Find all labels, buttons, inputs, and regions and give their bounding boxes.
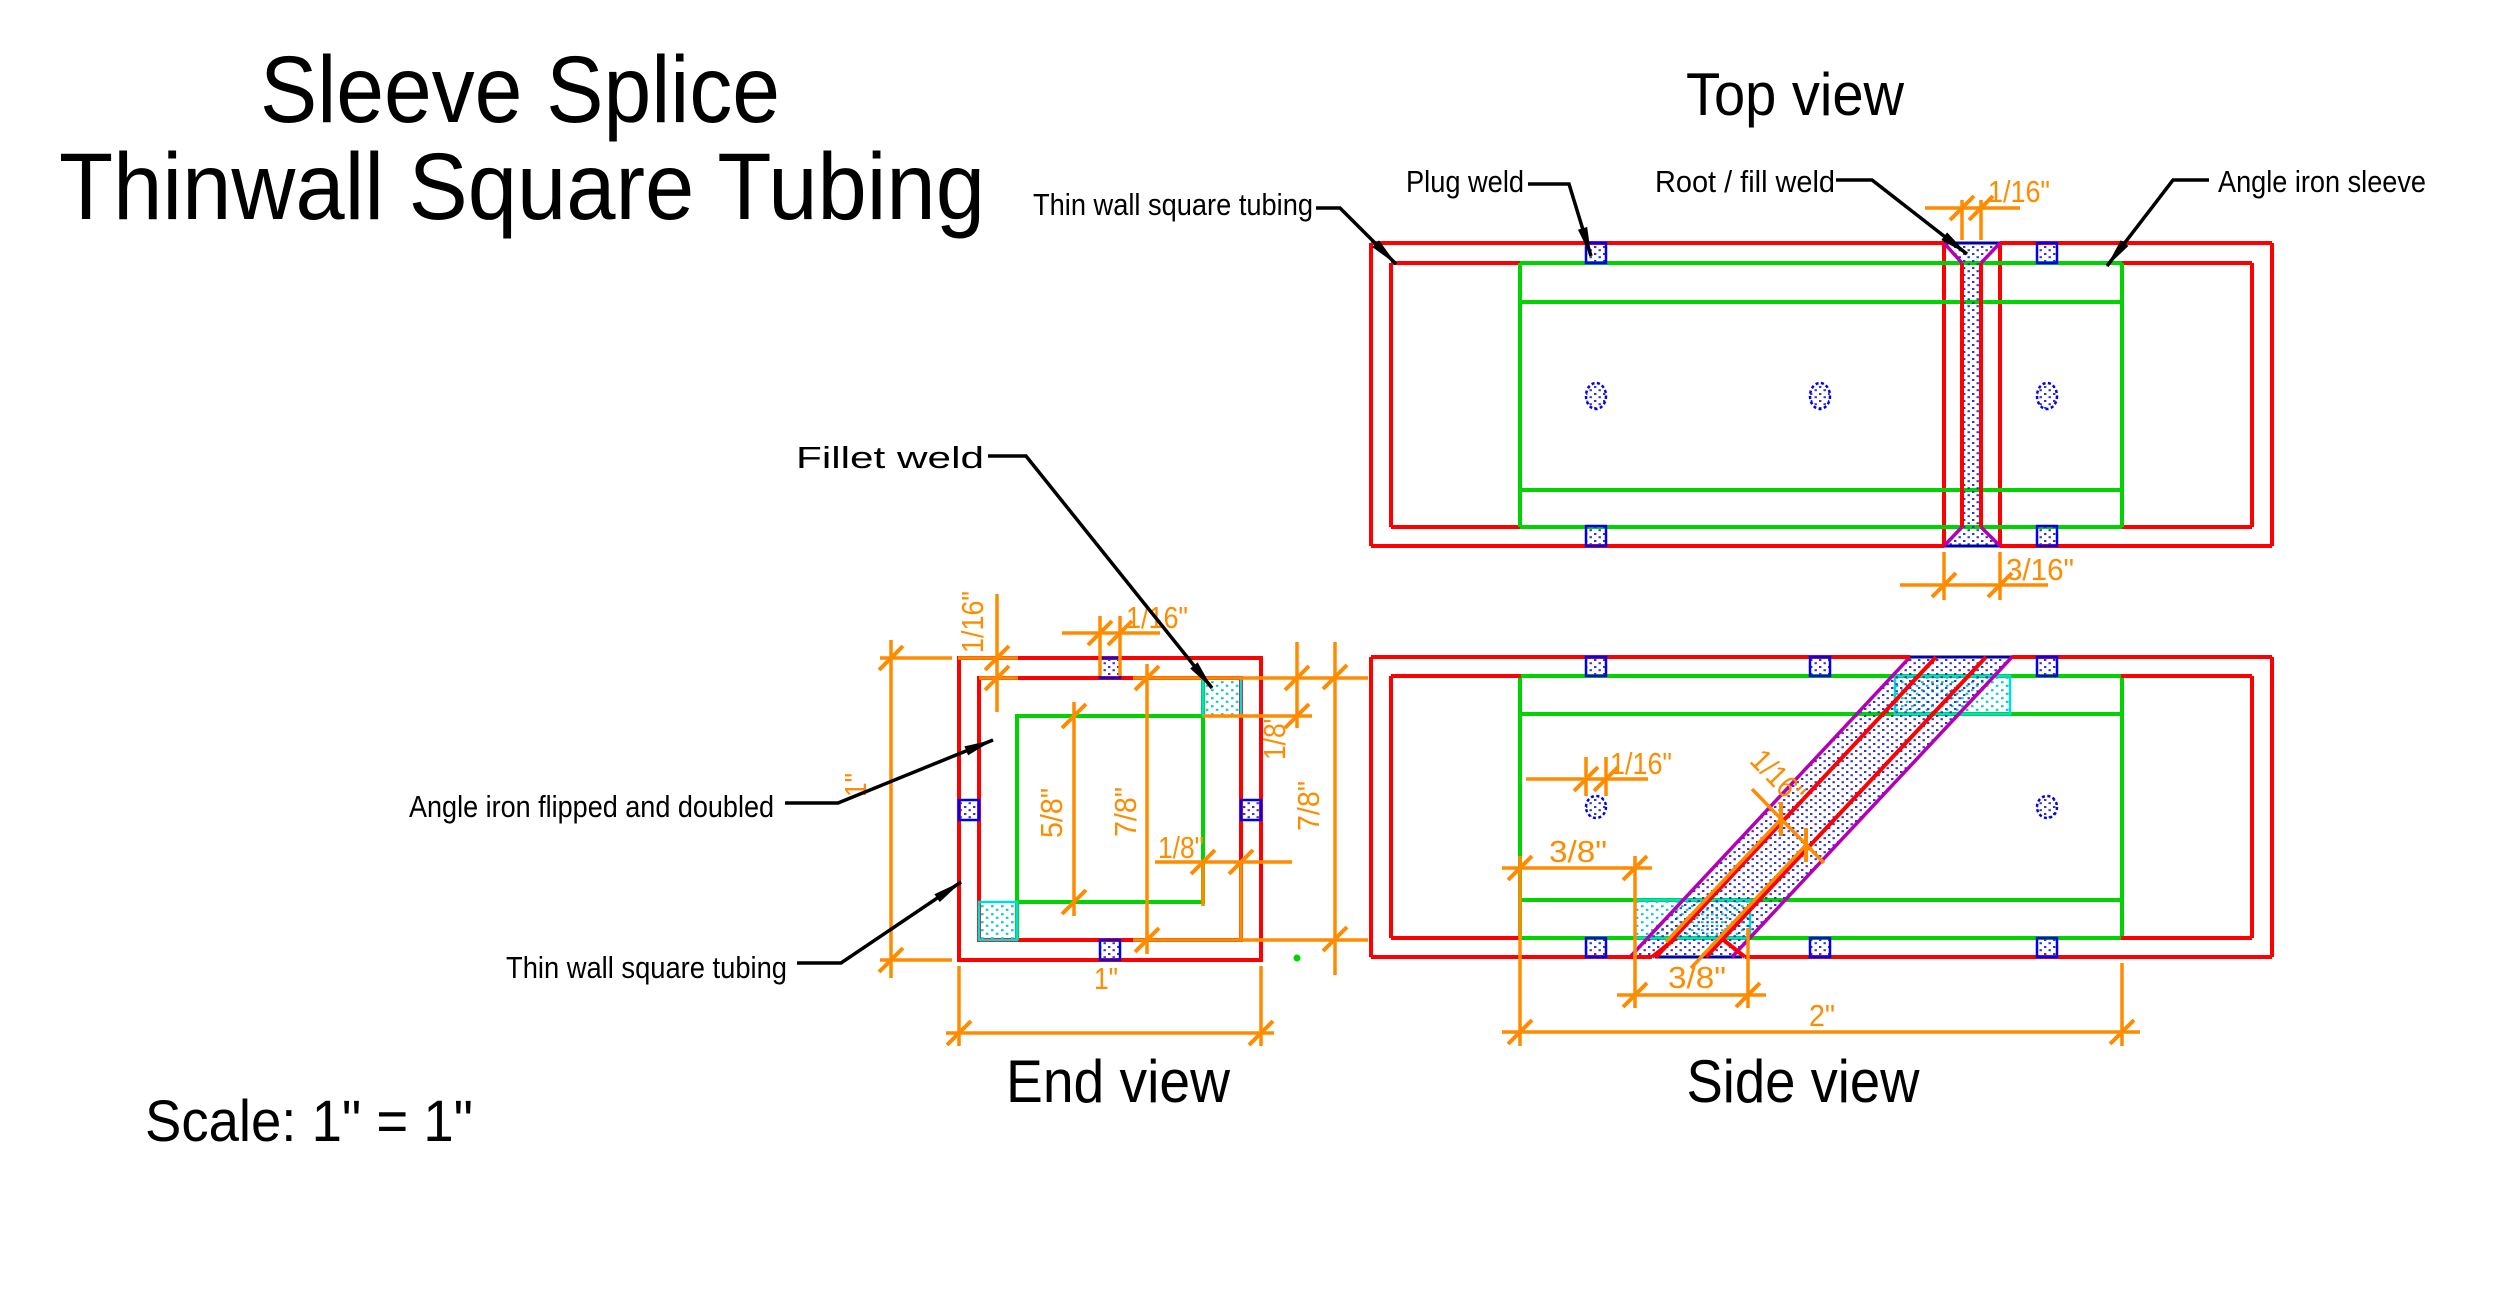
weld-hatch	[1630, 657, 2012, 957]
dim-side-sleeve-length: 2"	[1809, 998, 1835, 1033]
dim-end-inner-width: 5/8"	[1034, 788, 1069, 838]
label-root-fill-weld: Root / fill weld	[1655, 164, 1835, 199]
scale-note: Scale: 1" = 1"	[145, 1089, 473, 1154]
dim-end-leg-right: 1/8"	[1257, 714, 1292, 760]
label-thin-wall-tubing-top: Thin wall square tubing	[1033, 187, 1313, 222]
side-view-plug-welds	[1584, 655, 2059, 959]
top-view-title: Top view	[1686, 61, 1905, 128]
leader-thin-wall-end	[797, 880, 962, 965]
top-view-labels: Thin wall square tubing Plug weld Root /…	[1033, 164, 2426, 268]
dim-end-height: 1"	[838, 773, 873, 797]
dim-end-leg-thickness: 1/8"	[1158, 830, 1204, 865]
dim-side-offset: 3/8"	[1549, 834, 1607, 869]
leader-root-fill-weld	[1836, 178, 1969, 256]
dim-end-sleeve-height-outer: 7/8"	[1291, 781, 1326, 831]
dim-side-plug-hole: 1/16"	[1610, 746, 1672, 781]
label-fillet-weld: Fillet weld	[796, 440, 984, 475]
stray-green-dot	[1293, 954, 1301, 962]
top-view-root-fill-weld	[1942, 241, 2002, 548]
label-plug-weld: Plug weld	[1406, 164, 1524, 199]
title-line2: Thinwall Square Tubing	[59, 134, 985, 240]
end-view-labels: Fillet weld Angle iron flipped and doubl…	[409, 440, 1214, 985]
end-view-plug-welds	[957, 656, 1263, 962]
dim-end-wall-left: 1/16"	[955, 591, 990, 653]
dim-end-sleeve-height-inner: 7/8"	[1108, 787, 1143, 837]
leader-angle-iron-sleeve	[2105, 178, 2209, 268]
side-view-scarf-weld	[1628, 655, 2014, 959]
label-angle-iron-flipped: Angle iron flipped and doubled	[409, 789, 774, 824]
label-angle-iron-sleeve: Angle iron sleeve	[2218, 164, 2426, 199]
leader-angle-iron-flipped	[785, 738, 994, 805]
top-view: Top view	[1033, 61, 2426, 600]
top-view-plug-welds	[1584, 241, 2059, 548]
end-view-title: End view	[1006, 1048, 1231, 1115]
end-view-dimensions: 1" 1" 1/16" 1/16" 5/8" 7/8"	[838, 591, 1368, 1047]
leader-fillet-weld	[988, 454, 1214, 690]
dim-top-root-gap: 1/16"	[1988, 174, 2050, 209]
page-title: Sleeve Splice Thinwall Square Tubing	[59, 37, 985, 240]
end-view-fillet-welds	[977, 676, 1243, 942]
dim-side-scarf-run: 3/8"	[1668, 960, 1726, 995]
label-thin-wall-tubing-end: Thin wall square tubing	[506, 950, 787, 985]
dim-top-end-gap: 3/16"	[2006, 552, 2074, 587]
side-view: Side view	[1369, 655, 2274, 1115]
top-view-sleeve-outline	[1518, 261, 2124, 529]
title-line1: Sleeve Splice	[260, 37, 780, 143]
weld-hatch	[1944, 243, 2000, 546]
top-view-tubing-outline	[1369, 241, 2274, 548]
leader-thin-wall-top	[1316, 206, 1398, 266]
end-view: End view 1"	[409, 440, 1368, 1115]
side-view-title: Side view	[1687, 1048, 1921, 1115]
dim-end-width: 1"	[1094, 961, 1118, 996]
leader-plug-weld	[1528, 182, 1593, 258]
top-view-dimensions: 1/16" 3/16"	[1900, 174, 2074, 600]
